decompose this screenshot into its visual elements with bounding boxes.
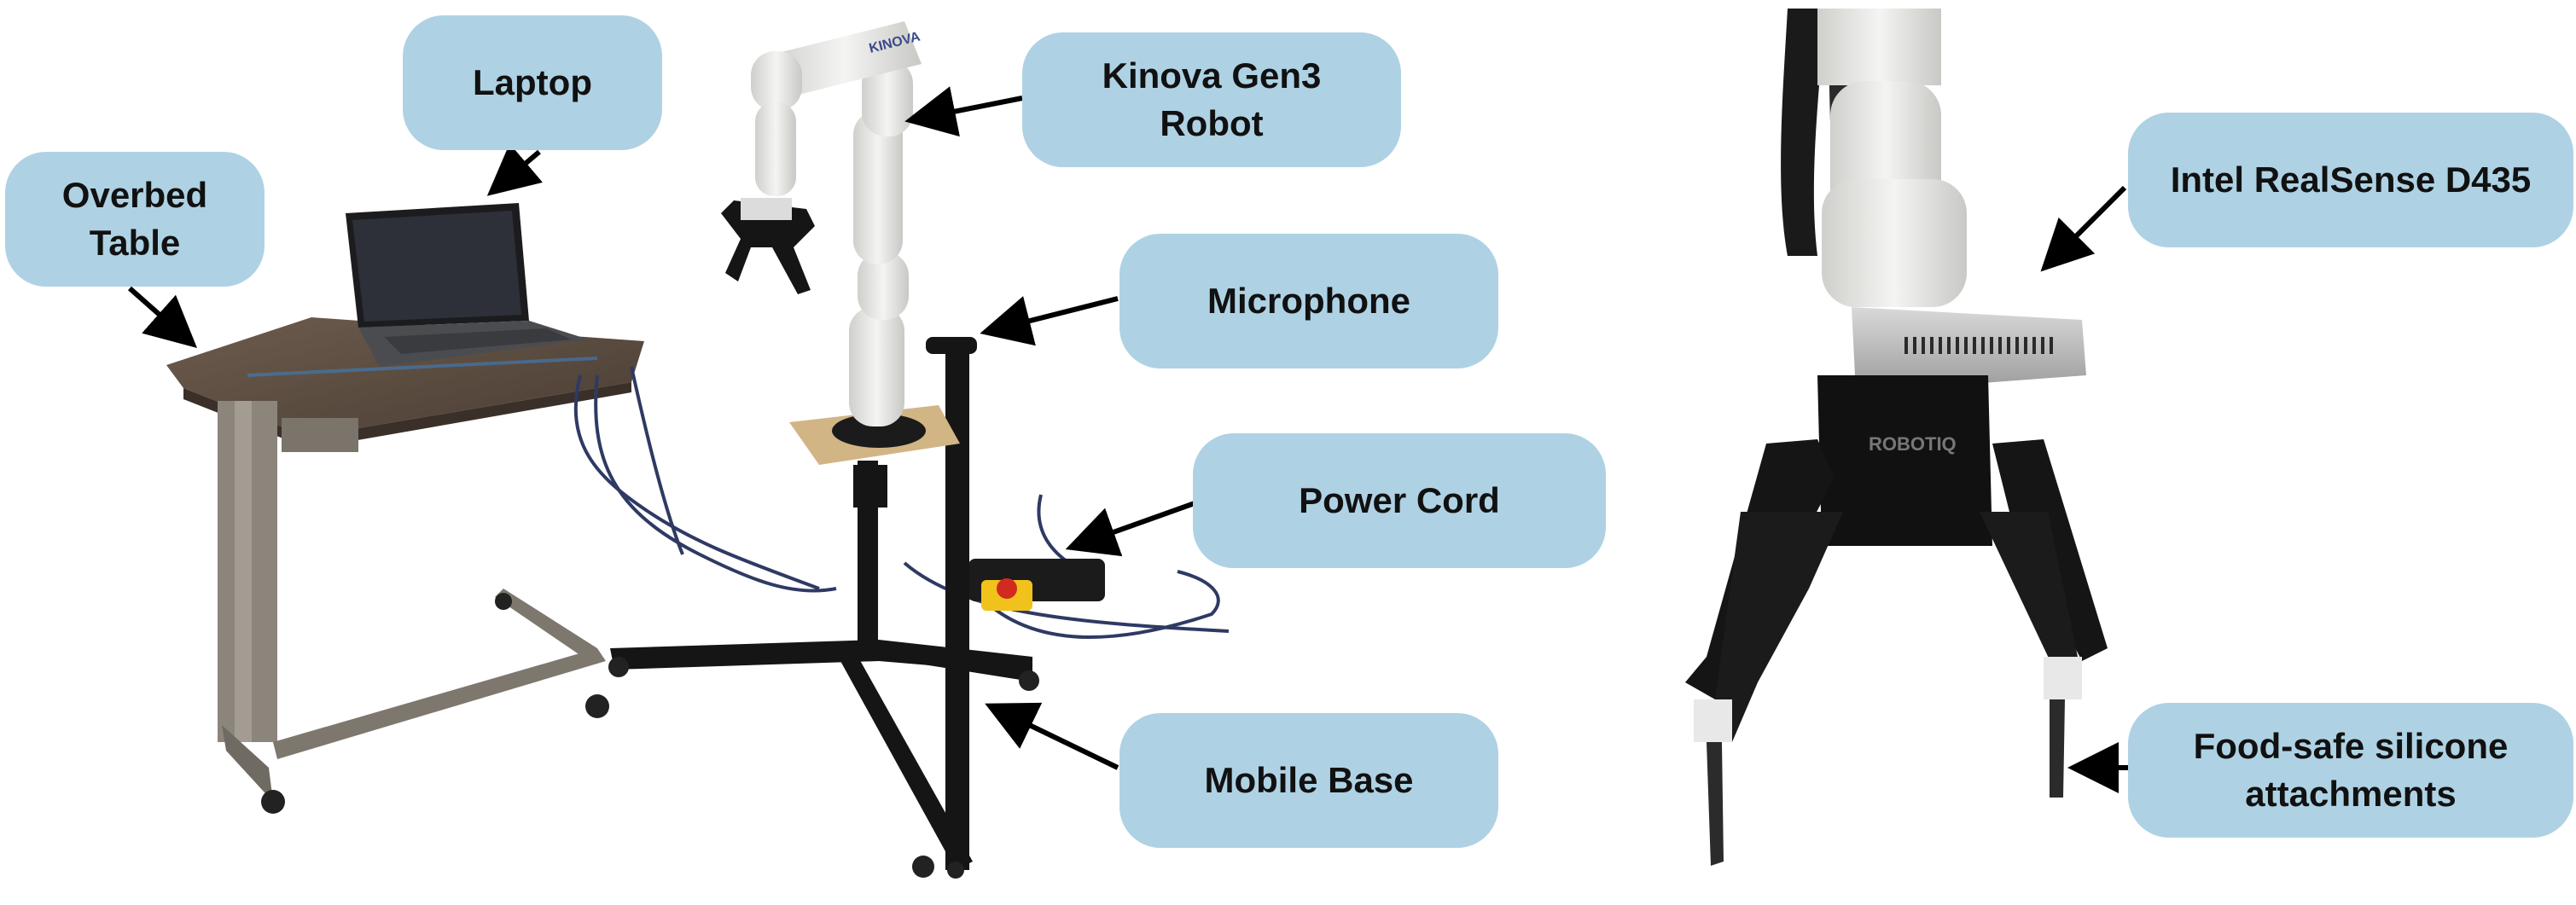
realsense-vents bbox=[1904, 337, 2053, 354]
mobile-base bbox=[608, 337, 1039, 879]
label-microphone: Microphone bbox=[1119, 234, 1498, 368]
arrow-laptop bbox=[486, 143, 544, 196]
robotiq-logo-text: ROBOTIQ bbox=[1869, 433, 1957, 455]
arrow-mobile-base bbox=[985, 702, 1119, 770]
arrow-microphone bbox=[980, 296, 1119, 346]
arrow-power-cord bbox=[1065, 501, 1196, 557]
label-power-cord: Power Cord bbox=[1193, 433, 1606, 568]
kinova-arm: KINOVA bbox=[721, 21, 922, 426]
label-mobile-base: Mobile Base bbox=[1119, 713, 1498, 848]
cables bbox=[573, 366, 1230, 639]
callout-arrows bbox=[128, 86, 2129, 793]
label-kinova-robot: Kinova Gen3 Robot bbox=[1022, 32, 1401, 167]
power-cord-box bbox=[968, 559, 1105, 611]
label-realsense: Intel RealSense D435 bbox=[2128, 113, 2573, 247]
overbed-table bbox=[166, 317, 644, 814]
laptop bbox=[346, 203, 589, 367]
arrow-kinova-robot bbox=[904, 86, 1023, 137]
arrow-realsense bbox=[2040, 185, 2127, 272]
label-overbed-table: Overbed Table bbox=[5, 152, 265, 287]
arrow-overbed-table bbox=[128, 286, 197, 348]
gripper-closeup: ROBOTIQ bbox=[1685, 9, 2108, 866]
label-silicone-attachments: Food-safe silicone attachments bbox=[2128, 703, 2573, 838]
label-laptop: Laptop bbox=[403, 15, 662, 150]
